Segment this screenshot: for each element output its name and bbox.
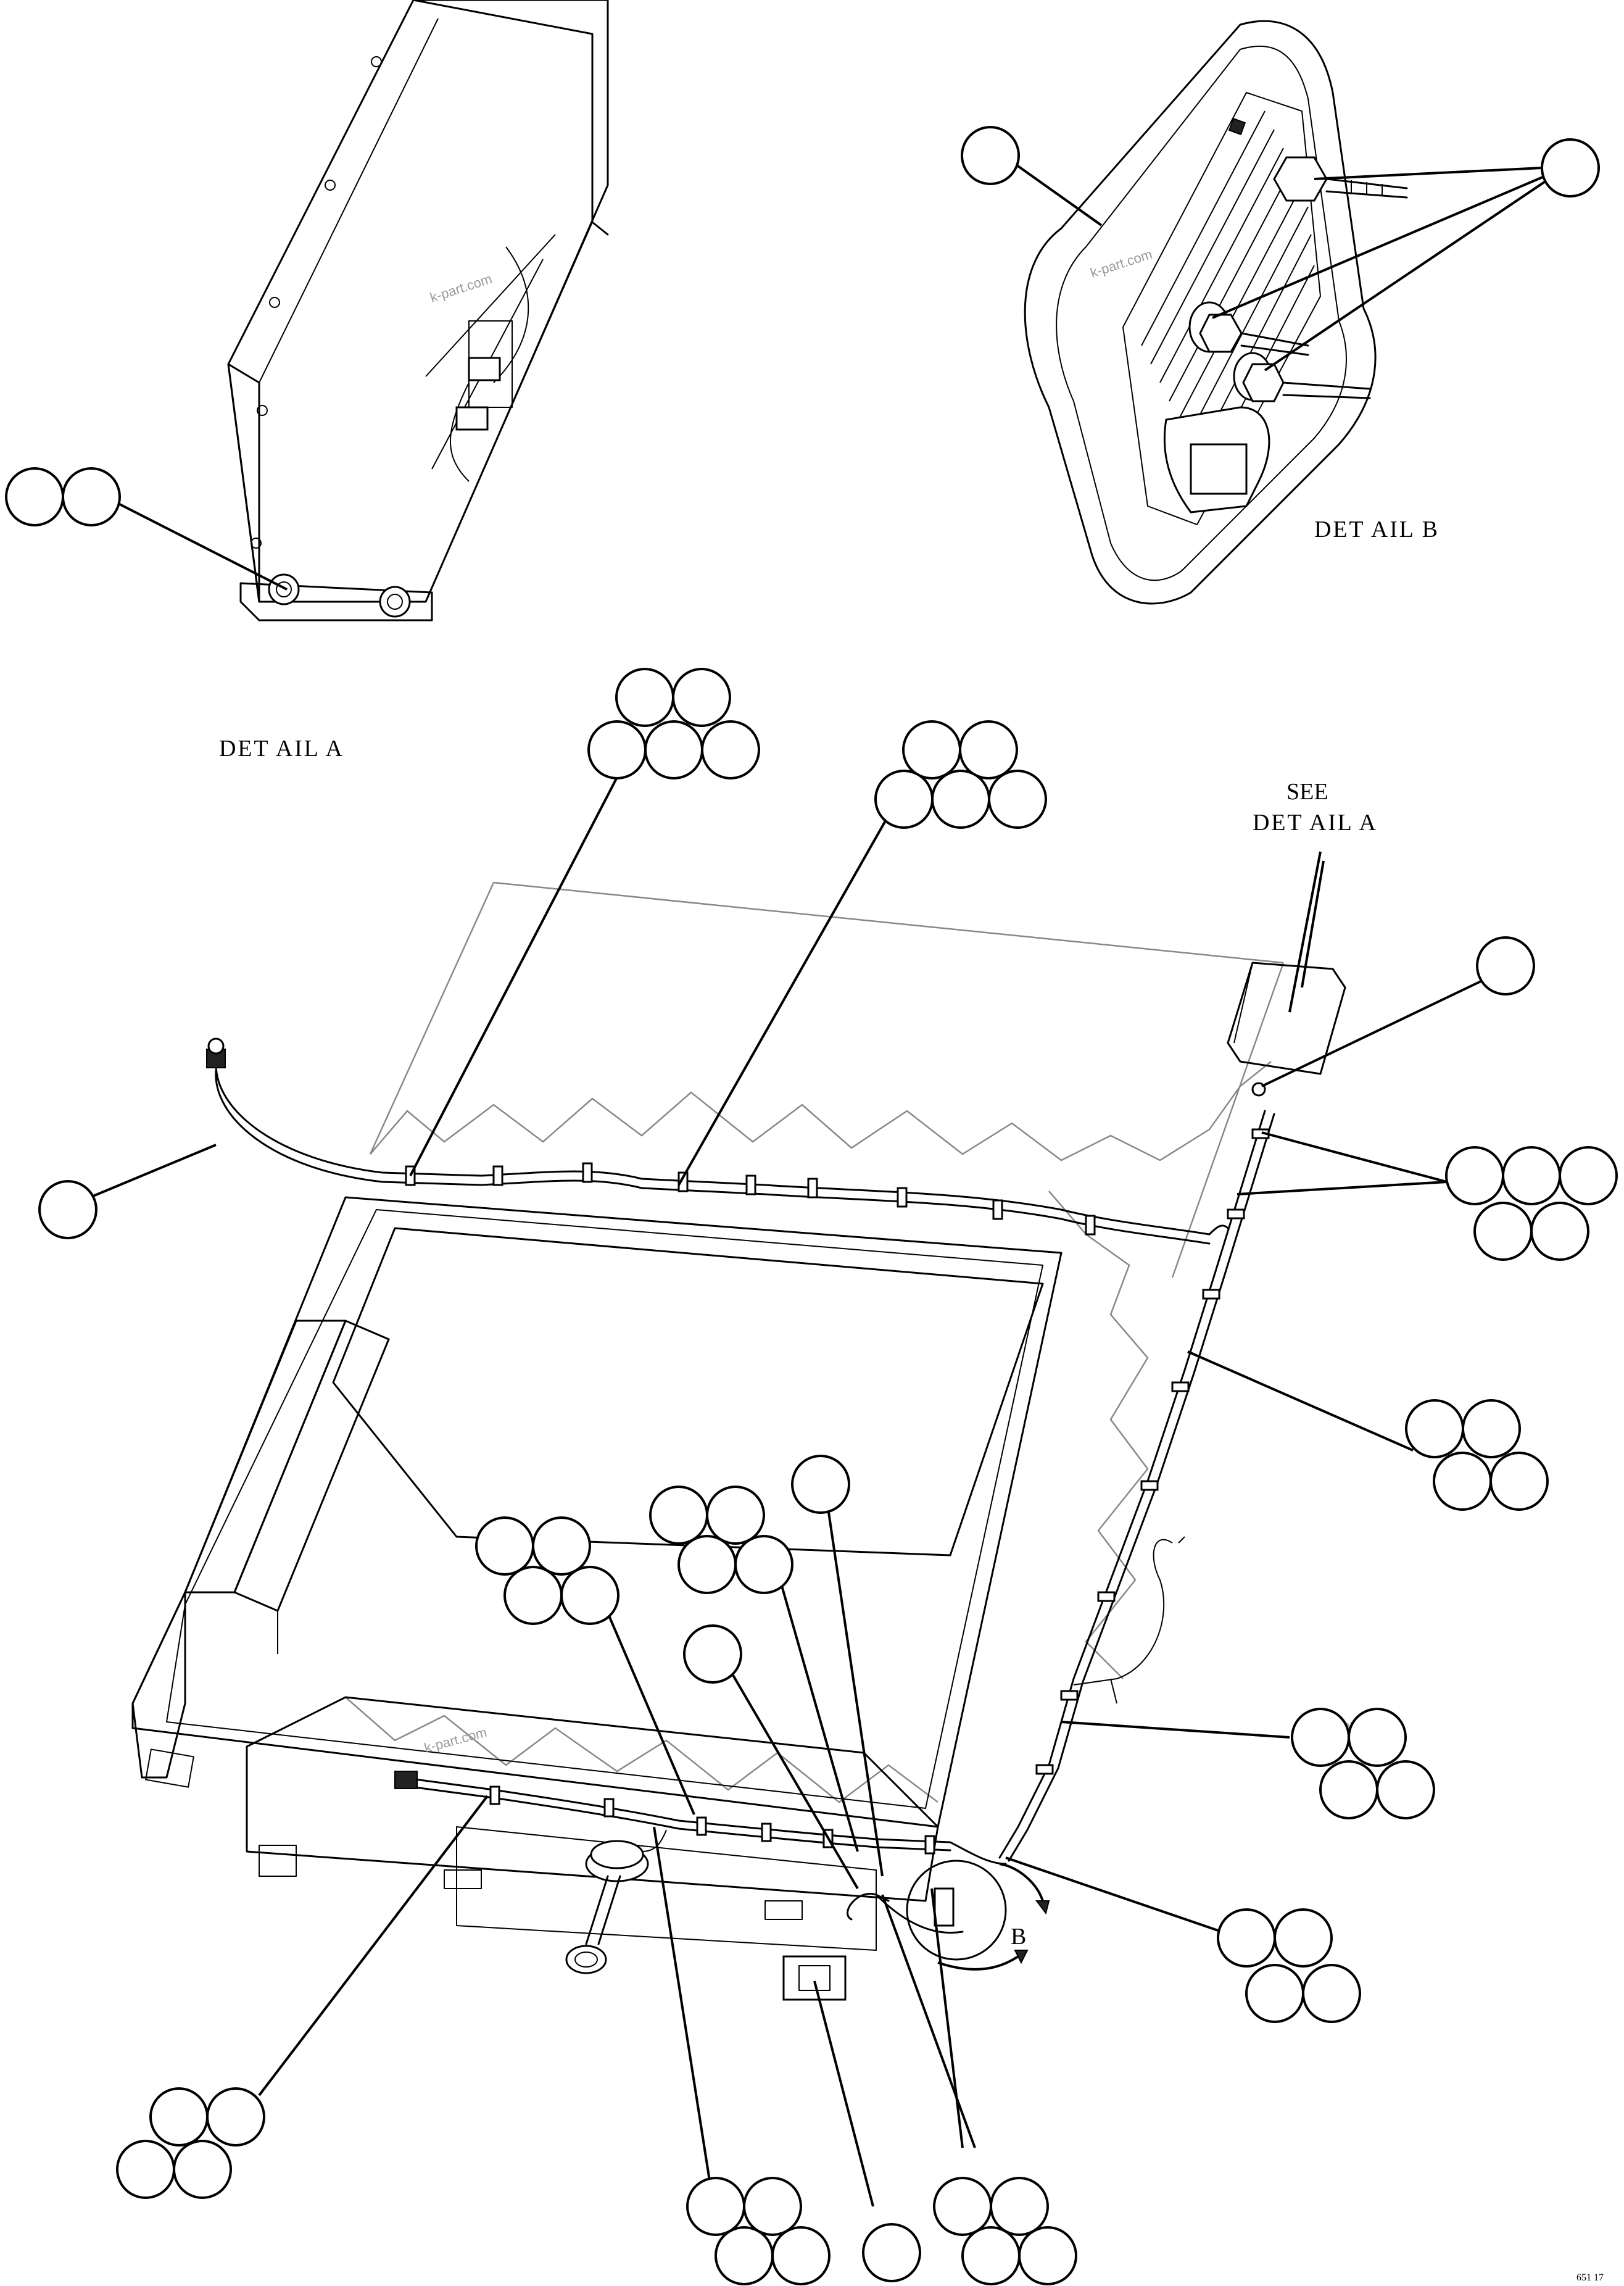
watermark-text: k-part.com <box>428 271 494 305</box>
view-b-marker: B <box>1011 1924 1026 1950</box>
callout-cluster-bottom-middle <box>686 2177 831 2285</box>
callout-cluster-right-upper <box>1445 1146 1618 1261</box>
callout-detail-b-left <box>961 126 1020 185</box>
stud-bolts <box>1188 156 1408 402</box>
see-detail-a-label: DET AIL A <box>1253 810 1377 836</box>
see-label: SEE <box>1286 779 1328 805</box>
callout-cluster-center <box>649 1486 793 1594</box>
callout-cluster-center-left <box>475 1516 619 1625</box>
watermark-text: k-part.com <box>1088 246 1154 281</box>
callout-bottom-single <box>862 2223 921 2282</box>
detail-b-title: DET AIL B <box>1314 517 1438 542</box>
callout-cluster-top-left <box>587 668 760 779</box>
side-clips <box>1035 1128 1270 1775</box>
callout-cluster-top-middle <box>874 720 1047 829</box>
sheet-reference: 651 17 <box>1576 2272 1604 2283</box>
callouts <box>5 126 1618 2285</box>
callout-cluster-bottom-left <box>116 2087 265 2199</box>
callout-center-mid <box>683 1624 742 1684</box>
callout-pair-detail-a <box>5 467 121 526</box>
detail-b-drawing: k-part.com <box>1024 20 1408 605</box>
callout-detail-b-right <box>1541 138 1600 197</box>
main-assembly: k-part.com k-part.com <box>131 881 1396 2001</box>
detail-a-title: DET AIL A <box>219 736 343 762</box>
callout-cluster-right-lower <box>1291 1708 1435 1819</box>
watermark-text: k-part.com <box>423 1724 489 1756</box>
callout-right-box <box>1476 936 1535 995</box>
detail-a-drawing: k-part.com <box>227 0 609 621</box>
callout-cluster-bottom-right <box>933 2177 1077 2285</box>
callout-cluster-right-middle <box>1405 1399 1549 1511</box>
callout-cluster-right-bottom <box>1217 1908 1361 2023</box>
bottom-clips <box>489 1785 935 1855</box>
callout-center-top <box>791 1455 850 1514</box>
callout-left-connector <box>38 1180 97 1239</box>
